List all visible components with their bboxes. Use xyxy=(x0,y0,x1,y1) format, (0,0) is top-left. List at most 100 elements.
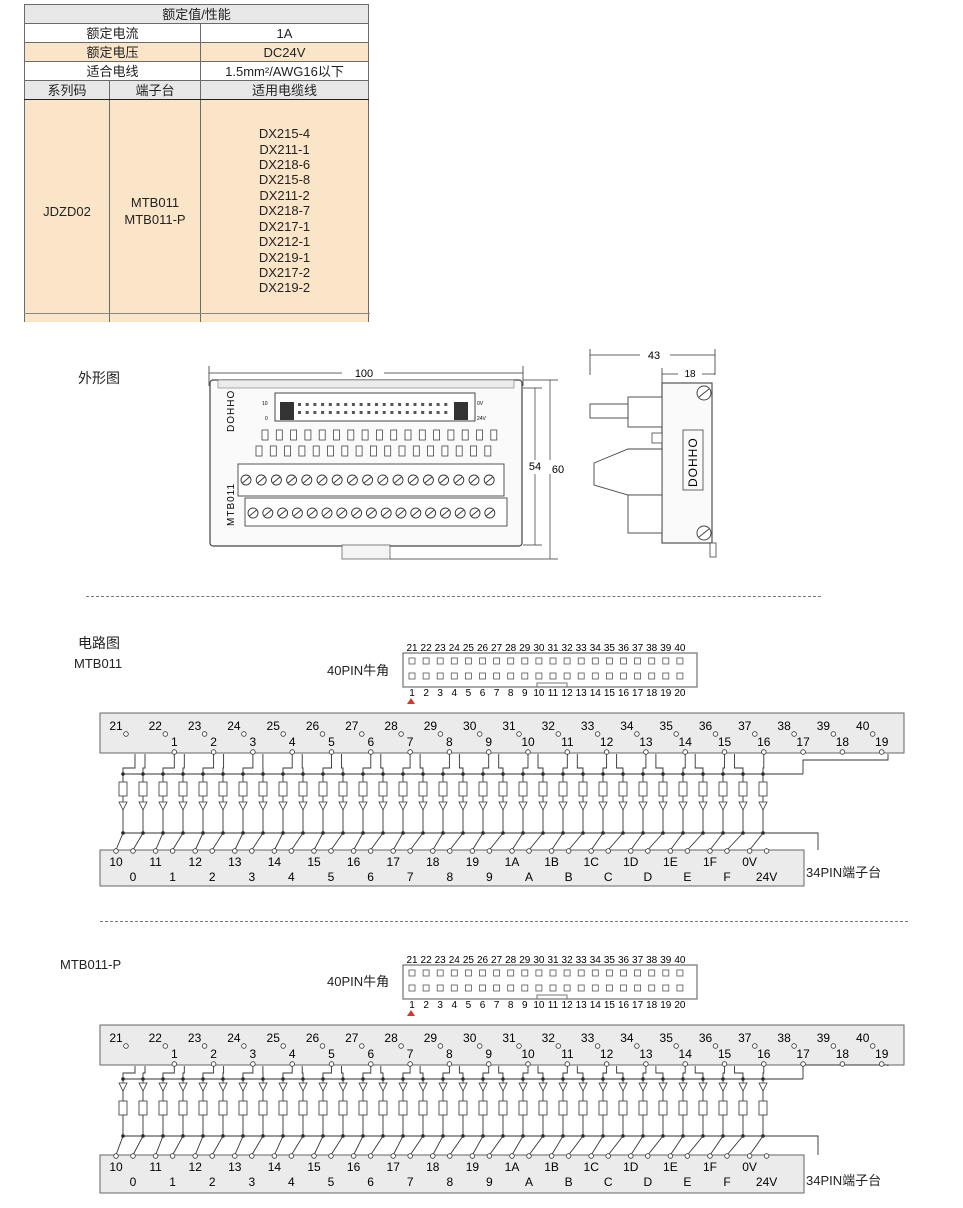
resistor-icon xyxy=(478,781,488,797)
signal-wire xyxy=(432,832,444,851)
pin-box xyxy=(493,672,500,680)
cable-item: DX219-1 xyxy=(258,249,311,265)
terminal-top-label: 23 xyxy=(188,719,202,733)
signal-wire xyxy=(489,832,504,851)
terminal-pin-icon xyxy=(241,1043,247,1049)
resistor-icon xyxy=(518,781,528,797)
signal-wire xyxy=(194,832,204,851)
terminal-bottom-label: 19 xyxy=(466,1160,480,1174)
terminal-top-label: 5 xyxy=(328,1047,335,1061)
terminal-top-label: 30 xyxy=(463,1031,477,1045)
header-pin-icon xyxy=(436,411,440,414)
signal-wire xyxy=(647,1135,664,1156)
terminal-top-label: 3 xyxy=(250,1047,257,1061)
signal-wire xyxy=(482,1066,490,1079)
pin-label: 1 xyxy=(409,1000,415,1011)
signal-wire xyxy=(602,754,608,774)
led-diode-icon xyxy=(598,1082,608,1092)
signal-wire xyxy=(762,1066,765,1079)
led-diode-icon xyxy=(378,1082,388,1092)
led-diode-icon xyxy=(438,801,448,811)
terminal-top-label: 25 xyxy=(267,1031,281,1045)
terminal-top-label: 28 xyxy=(384,719,398,733)
terminal-bottom-label: 9 xyxy=(486,1175,493,1189)
signal-wire xyxy=(562,1066,568,1079)
pin-box xyxy=(465,657,472,665)
terminal-pin-icon xyxy=(526,1153,532,1159)
signal-wire xyxy=(607,1135,624,1156)
resistor-icon xyxy=(338,1100,348,1116)
led-diode-icon xyxy=(498,801,508,811)
resistor-icon xyxy=(758,1100,768,1116)
terminal-pin-icon xyxy=(712,731,719,737)
pin-box xyxy=(465,672,472,680)
24v-label: 24V xyxy=(477,416,487,422)
terminal-pin-icon xyxy=(280,1043,286,1049)
signal-wire xyxy=(489,1135,504,1156)
terminal-pin-icon xyxy=(319,1043,326,1049)
terminal-pin-icon xyxy=(359,731,365,737)
led-icon xyxy=(390,429,398,441)
resistor-icon xyxy=(578,1100,588,1116)
led-diode-icon xyxy=(758,1082,768,1092)
terminal-bottom-label: 5 xyxy=(328,870,335,884)
terminal-top-label: 6 xyxy=(367,1047,374,1061)
resistor-icon xyxy=(678,781,688,797)
terminal-pin-icon xyxy=(368,749,374,755)
signal-wire xyxy=(682,1066,686,1079)
series-code: JDZD02 xyxy=(24,99,110,322)
terminal-bottom-label: 12 xyxy=(189,855,203,869)
led-icon xyxy=(404,429,412,441)
pin-box xyxy=(605,969,613,977)
pin-label: 33 xyxy=(576,643,588,654)
signal-wire xyxy=(132,1135,144,1156)
power-wire xyxy=(802,754,889,774)
terminal-top-label: 22 xyxy=(149,1031,163,1045)
terminal-bottom-label: E xyxy=(683,870,691,884)
led-diode-icon xyxy=(498,1082,508,1092)
terminal-top-label: 14 xyxy=(679,1047,693,1061)
led-icon xyxy=(470,445,477,457)
terminal-pin-icon xyxy=(249,1153,255,1159)
terminal-top-label: 21 xyxy=(109,719,123,733)
terminal-pin-icon xyxy=(209,1153,215,1159)
led-icon xyxy=(418,429,426,441)
resistor-icon xyxy=(358,1100,368,1116)
signal-wire xyxy=(762,754,765,774)
terminal-bottom-label: 17 xyxy=(387,855,401,869)
signal-wire xyxy=(432,1135,444,1156)
header-pin-icon xyxy=(421,411,425,414)
terminal-bottom-label: 15 xyxy=(307,1160,321,1174)
pin-label: 17 xyxy=(632,1000,644,1011)
terminal-top-label: 13 xyxy=(639,735,653,749)
terminal-top-label: 24 xyxy=(227,719,241,733)
signal-wire xyxy=(522,754,529,774)
terminal-pin-icon xyxy=(548,1153,555,1159)
pin-box xyxy=(507,969,515,977)
terminal-pin-icon xyxy=(390,1153,396,1159)
signal-wire xyxy=(202,754,215,774)
resistor-icon xyxy=(258,781,268,797)
terminal-bottom-label: 0 xyxy=(130,1175,137,1189)
terminal-top-label: 39 xyxy=(817,1031,831,1045)
led-diode-icon xyxy=(618,801,628,811)
screw-slot xyxy=(379,476,387,484)
terminal-bottom-label: 1D xyxy=(623,855,639,869)
led-icon xyxy=(290,429,297,441)
pin-box xyxy=(465,984,472,992)
terminal-top-label: 35 xyxy=(660,719,674,733)
pin-label: 40 xyxy=(674,643,686,654)
signal-wire xyxy=(409,832,424,851)
screw-slot xyxy=(333,476,341,484)
led-diode-icon xyxy=(338,1082,348,1092)
pin-box xyxy=(577,969,585,977)
signal-wire xyxy=(511,1135,524,1156)
terminal-pin-icon xyxy=(192,1153,198,1159)
outline-title: 外形图 xyxy=(78,370,120,386)
terminal-pin-icon xyxy=(594,1043,601,1049)
signal-wire xyxy=(722,1066,725,1079)
signal-wire xyxy=(313,832,324,851)
cable-item: DX215-4 xyxy=(258,126,311,142)
